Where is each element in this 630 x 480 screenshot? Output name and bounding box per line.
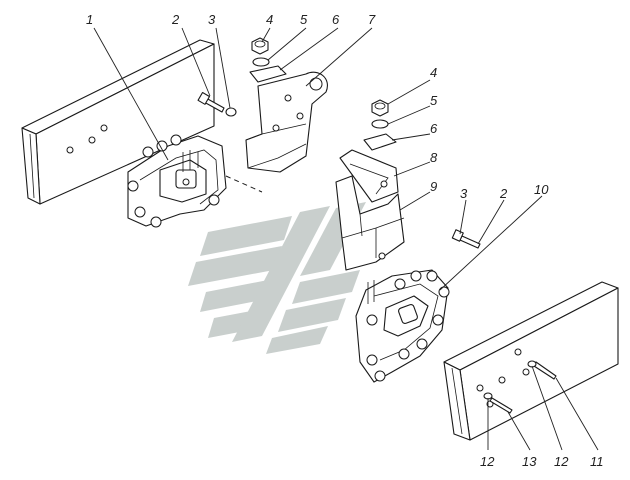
watermark-logo <box>188 202 366 354</box>
washer-top-5 <box>252 57 270 67</box>
label-3-top: 3 <box>208 12 216 27</box>
upper-support-bracket <box>245 71 328 173</box>
label-2-top: 2 <box>171 12 180 27</box>
washer-top <box>225 107 237 117</box>
support-stand <box>335 175 405 271</box>
leader-lines <box>93 27 599 451</box>
washer-middle <box>371 119 389 129</box>
rail-bolts <box>483 360 557 414</box>
label-8: 8 <box>430 150 438 165</box>
label-6-top: 6 <box>332 12 340 27</box>
plate-top <box>249 65 287 83</box>
label-9: 9 <box>430 179 437 194</box>
triangular-bracket <box>339 149 399 203</box>
label-13: 13 <box>522 454 537 469</box>
assembly-axis-left <box>225 175 263 193</box>
label-6-middle: 6 <box>430 121 438 136</box>
plate-middle <box>363 133 397 151</box>
right-engine-mount <box>355 269 450 383</box>
label-4-top: 4 <box>266 12 273 27</box>
label-5-top: 5 <box>300 12 308 27</box>
label-4-middle: 4 <box>430 65 437 80</box>
label-11: 11 <box>590 454 604 469</box>
label-1: 1 <box>86 12 93 27</box>
label-5-middle: 5 <box>430 93 438 108</box>
left-engine-mount <box>127 134 227 228</box>
bolt-middle <box>451 229 481 249</box>
left-frame-rail <box>21 39 215 205</box>
bolt-top <box>197 91 225 113</box>
label-12-left: 12 <box>480 454 495 469</box>
label-10: 10 <box>534 182 549 197</box>
label-2-middle: 2 <box>499 186 508 201</box>
label-12-right: 12 <box>554 454 569 469</box>
label-7: 7 <box>368 12 376 27</box>
label-3-middle: 3 <box>460 186 468 201</box>
nut-top <box>251 37 269 55</box>
nut-middle <box>371 99 389 117</box>
